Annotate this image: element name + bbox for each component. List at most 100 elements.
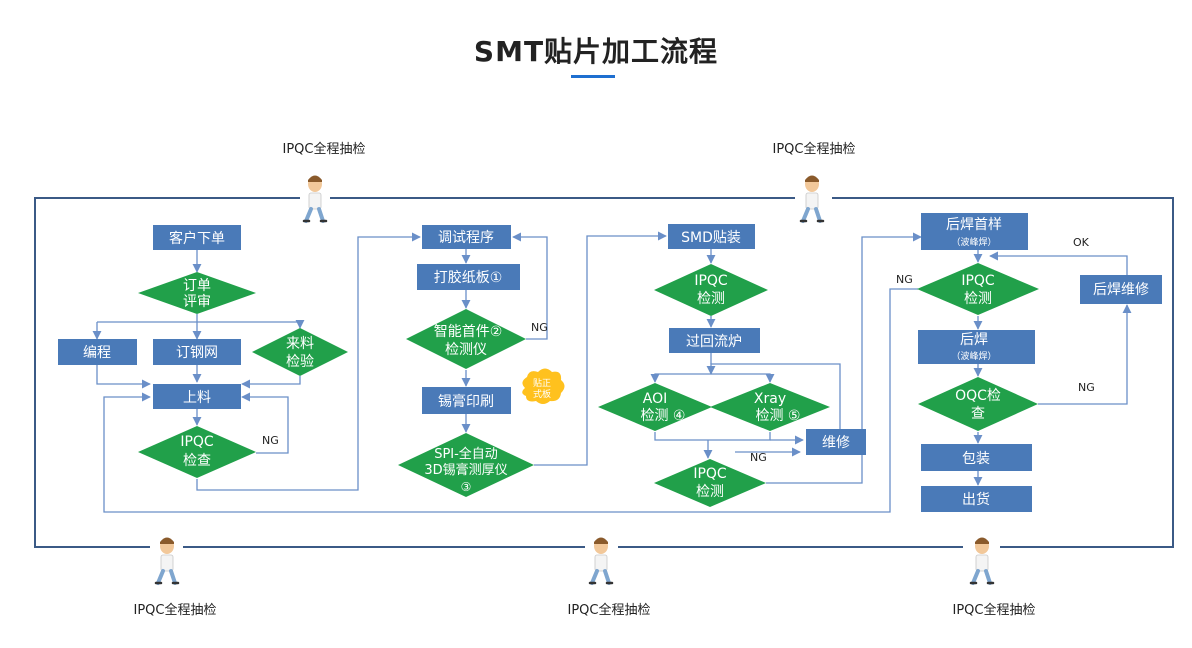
node-aoi-inspection: AOI 检测 ④ — [598, 383, 712, 431]
node-label: ③ — [461, 480, 472, 494]
node-glue-board: 打胶纸板① — [417, 264, 520, 290]
node-solder-paste-printing: 锡膏印刷 — [422, 387, 511, 414]
inspector-label: IPQC全程抽检 — [773, 141, 856, 157]
node-ipqc-detect-1: IPQC 检测 — [654, 264, 768, 316]
inspector-top-left: IPQC全程抽检 — [283, 141, 366, 223]
node-shipment: 出货 — [921, 486, 1032, 512]
node-repair: 维修 — [806, 429, 866, 455]
worker-icon — [302, 173, 328, 223]
worker-icon — [799, 173, 825, 223]
node-label: 来料 — [286, 336, 314, 352]
node-ipqc-detect-3: IPQC 检测 — [917, 263, 1039, 315]
node-label: IPQC — [180, 434, 214, 450]
node-sublabel: （波峰焊） — [951, 236, 996, 248]
page-title: SMT贴片加工流程 — [473, 35, 719, 68]
node-smd-placement: SMD贴装 — [668, 224, 755, 249]
node-label: 检测 ④ — [640, 408, 685, 424]
arrow — [241, 392, 289, 454]
node-label: 调试程序 — [438, 230, 494, 246]
node-label: 维修 — [822, 435, 850, 451]
arrow — [534, 231, 667, 466]
node-reflow-oven: 过回流炉 — [669, 328, 760, 353]
frame-top-left — [34, 197, 300, 548]
ok-label: OK — [1073, 236, 1090, 249]
node-label: 客户下单 — [169, 230, 225, 247]
node-label: 检验 — [286, 354, 314, 370]
node-label: 订钢网 — [176, 345, 218, 361]
worker-icon — [969, 535, 995, 585]
node-label: 检测 ⑤ — [755, 408, 800, 424]
inspector-label: IPQC全程抽检 — [568, 602, 651, 618]
node-label: 检测仪 — [445, 342, 487, 358]
node-xray-inspection: Xray 检测 ⑤ — [710, 383, 830, 431]
inspector-label: IPQC全程抽检 — [953, 602, 1036, 618]
node-post-solder-sample: 后焊首样 （波峰焊） — [921, 213, 1028, 250]
arrow — [989, 251, 1128, 275]
node-sublabel: （波峰焊） — [951, 350, 996, 362]
node-post-solder: 后焊 （波峰焊） — [918, 330, 1035, 364]
node-label: 后焊 — [960, 332, 988, 348]
ng-label: NG — [896, 273, 913, 286]
node-label: 查 — [971, 406, 985, 422]
inspector-label: IPQC全程抽检 — [283, 141, 366, 157]
node-label: IPQC — [694, 273, 728, 289]
node-ipqc-check-1: IPQC 检查 — [138, 426, 256, 478]
inspector-bottom-middle: IPQC全程抽检 — [568, 535, 651, 618]
frame-top-right — [832, 197, 1174, 548]
arrow — [96, 365, 151, 389]
node-label: 包装 — [962, 451, 990, 467]
node-loading: 上料 — [153, 384, 241, 409]
arrow — [103, 288, 918, 513]
arrow — [196, 232, 421, 491]
inspector-top-right: IPQC全程抽检 — [773, 141, 856, 223]
badge-label: 式板 — [533, 388, 551, 400]
worker-icon — [588, 535, 614, 585]
node-label: 后焊首样 — [946, 217, 1002, 233]
node-label: 编程 — [83, 345, 111, 361]
node-label: 过回流炉 — [686, 334, 742, 350]
arrow — [650, 373, 711, 383]
arrow — [241, 376, 301, 389]
node-customer-order: 客户下单 — [153, 225, 241, 250]
node-post-solder-repair: 后焊维修 — [1080, 275, 1162, 304]
node-order-review: 订单 评审 — [138, 272, 256, 314]
node-programming: 编程 — [58, 339, 137, 365]
worker-icon — [154, 535, 180, 585]
node-label: SPI-全自动 — [434, 446, 498, 462]
node-label: AOI — [643, 391, 667, 407]
node-packaging: 包装 — [921, 444, 1032, 471]
inspector-bottom-right: IPQC全程抽检 — [953, 535, 1036, 618]
node-debug-program: 调试程序 — [422, 225, 511, 249]
node-label: 锡膏印刷 — [438, 393, 494, 410]
arrow — [766, 232, 922, 484]
node-stencil-order: 订钢网 — [153, 339, 241, 365]
inspector-bottom-left: IPQC全程抽检 — [134, 535, 216, 618]
node-oqc-check: OQC检 查 — [918, 377, 1038, 431]
node-incoming-inspection: 来料 检验 — [252, 328, 348, 376]
arrow — [654, 432, 771, 441]
node-label: IPQC — [961, 273, 995, 289]
node-label: 检查 — [183, 453, 211, 469]
node-label: SMD贴装 — [681, 230, 741, 246]
ng-label: NG — [531, 321, 548, 334]
node-label: OQC检 — [955, 388, 1001, 404]
arrow — [97, 314, 300, 323]
node-label: Xray — [754, 391, 786, 407]
arrow — [706, 363, 841, 429]
ng-label: NG — [1078, 381, 1095, 394]
node-label: 检测 — [696, 484, 724, 500]
node-label: 3D锡膏测厚仪 — [424, 462, 507, 478]
node-label: 检测 — [697, 291, 725, 307]
node-ipqc-detect-2: IPQC 检测 — [654, 459, 766, 507]
node-label: 后焊维修 — [1093, 282, 1149, 298]
node-label: 出货 — [962, 491, 990, 508]
node-label: 评审 — [183, 294, 211, 310]
trial-board-badge: 贴正 式板 — [522, 368, 565, 404]
node-label: 检测 — [964, 291, 992, 307]
arrow — [711, 373, 775, 383]
arrow — [512, 232, 548, 340]
ng-label: NG — [750, 451, 767, 464]
node-spi-3d-tester: SPI-全自动 3D锡膏测厚仪 ③ — [398, 433, 534, 497]
badge-label: 贴正 — [533, 377, 551, 389]
